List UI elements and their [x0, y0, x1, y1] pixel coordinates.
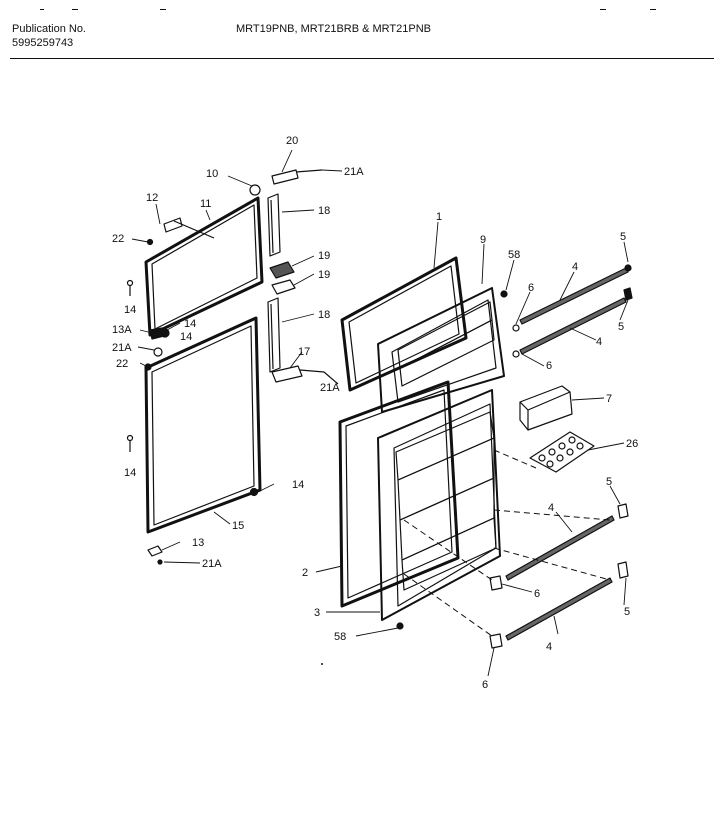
callout: 4 [596, 336, 602, 348]
callout: 6 [482, 679, 488, 691]
callout: 6 [534, 588, 540, 600]
callout: 4 [546, 641, 552, 653]
callout: 21A [112, 342, 132, 354]
callout: 20 [286, 135, 298, 147]
hinge-hardware-left [126, 184, 261, 565]
top-hinge-20 [271, 169, 323, 185]
hinge-cover-19 [269, 261, 296, 295]
callout: 5 [624, 606, 630, 618]
hinge-channel-upper [267, 193, 281, 257]
top-edge-marks-svg [40, 8, 656, 10]
callout: 22 [112, 233, 124, 245]
stray-dot [321, 663, 323, 665]
callout: 10 [206, 168, 218, 180]
callout: 5 [606, 476, 612, 488]
callout: 21A [320, 382, 340, 394]
freezer-door-9 [377, 287, 508, 413]
callout: 18 [318, 309, 330, 321]
model-numbers: MRT19PNB, MRT21BRB & MRT21PNB [236, 23, 432, 35]
shelf-bar-bottom [489, 561, 629, 649]
callout: 7 [606, 393, 612, 405]
callout: 18 [318, 205, 330, 217]
callout: 5 [620, 231, 626, 243]
alignment-lines [403, 449, 611, 637]
callout: 9 [480, 234, 486, 246]
callout: 13 [192, 537, 204, 549]
shelf-bar-upper [512, 264, 632, 332]
callout: 3 [314, 607, 320, 619]
callout: 12 [146, 192, 158, 204]
shelf-bar-third [489, 503, 629, 591]
callout: 19 [318, 269, 330, 281]
callout: 14 [184, 318, 196, 330]
callout: 14 [180, 331, 192, 343]
fresh-food-door-gasket [144, 316, 262, 534]
hinge-channel-lower [267, 297, 281, 373]
callout: 58 [334, 631, 346, 643]
callout: 11 [200, 198, 211, 210]
page-top-edge-marks [0, 0, 720, 10]
callout: 14 [124, 467, 136, 479]
callout: 19 [318, 250, 330, 262]
callout: 4 [548, 502, 554, 514]
callout: 5 [618, 321, 624, 333]
gasket-screw-12 [163, 217, 215, 239]
center-hinge-17 [271, 365, 339, 385]
callout: 14 [124, 304, 136, 316]
freezer-door-liner-gasket-1 [340, 256, 468, 392]
callout: 15 [232, 520, 244, 532]
callout: 22 [116, 358, 128, 370]
callout-labels: 20 10 21A 12 11 18 22 19 19 14 18 13A 14… [112, 135, 638, 691]
publication-label: Publication No. [12, 23, 86, 35]
callout: 2 [302, 567, 308, 579]
callout: 6 [528, 282, 534, 294]
freezer-door-gasket [144, 196, 264, 337]
callout: 13A [112, 324, 132, 336]
leader-lines [131, 149, 629, 677]
callout: 21A [344, 166, 364, 178]
callout: 6 [546, 360, 552, 372]
fresh-food-door-gasket-2 [338, 380, 460, 608]
publication-number: 5995259743 [12, 37, 74, 49]
callout: 58 [508, 249, 520, 261]
callout: 26 [626, 438, 638, 450]
header-divider [10, 58, 714, 59]
dairy-door-7 [519, 385, 573, 431]
shelf-bar-second [512, 287, 633, 358]
callout: 1 [436, 211, 442, 223]
callout: 21A [202, 558, 222, 570]
callout: 17 [298, 346, 310, 358]
fresh-food-door-3 [377, 389, 501, 630]
callout: 4 [572, 261, 578, 273]
egg-tray-26 [529, 431, 595, 473]
callout: 14 [292, 479, 304, 491]
